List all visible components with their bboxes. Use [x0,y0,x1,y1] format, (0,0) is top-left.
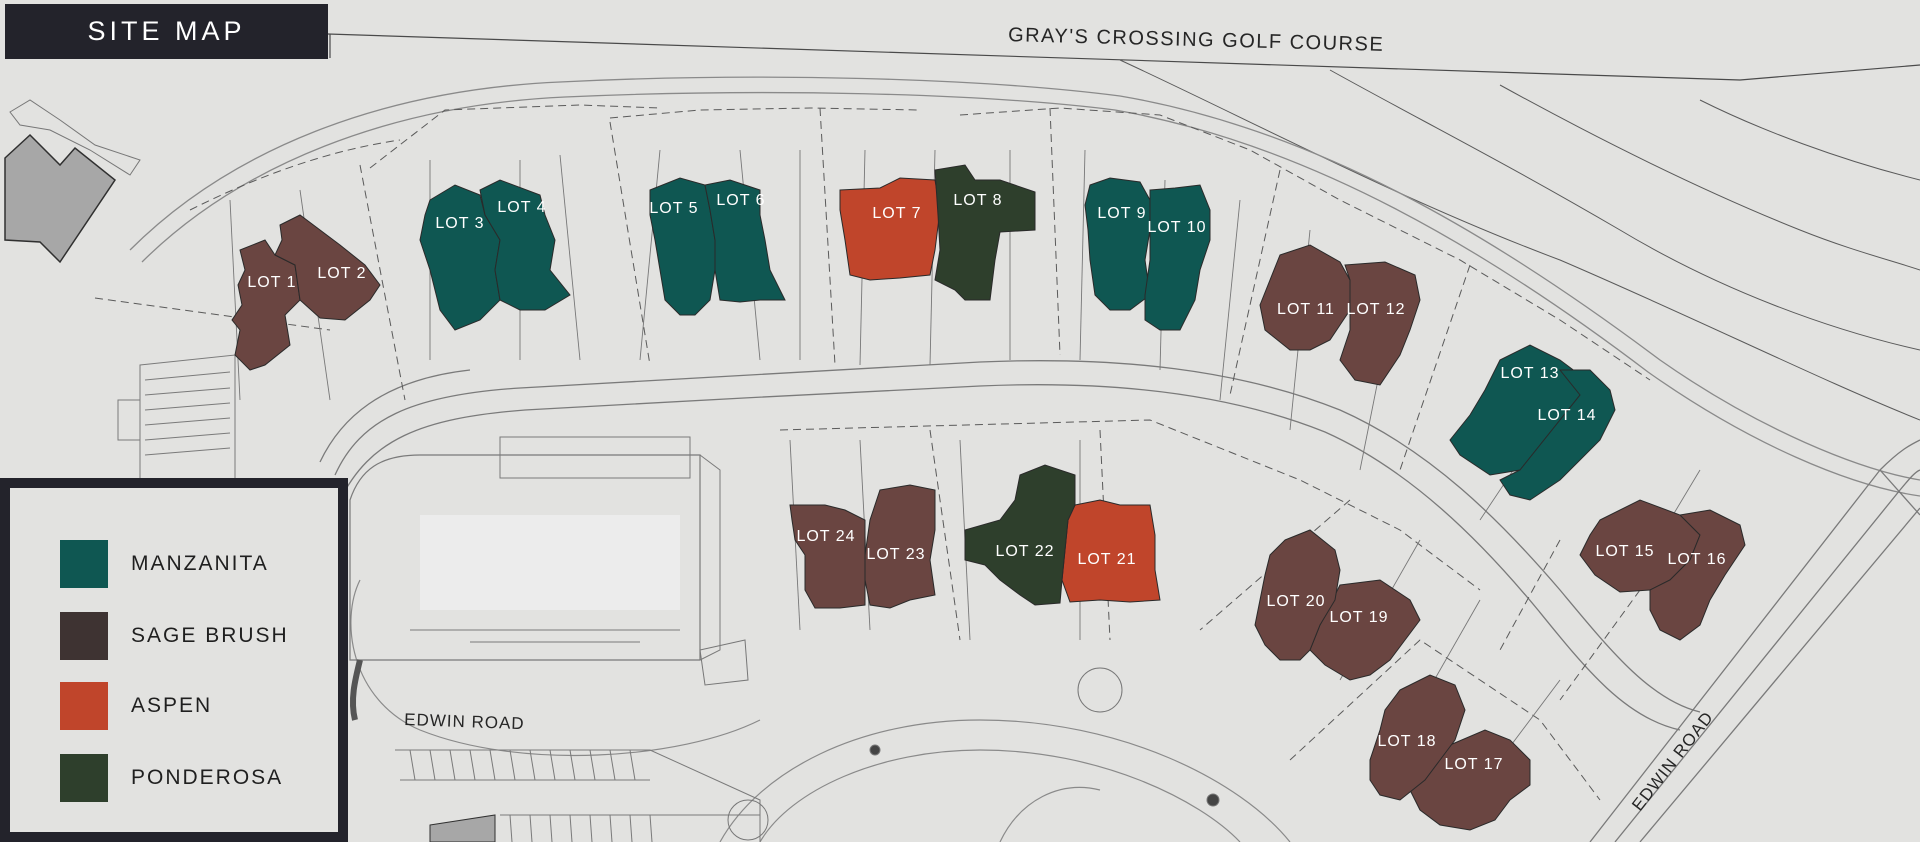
lot-4-building[interactable] [479,179,571,311]
lot-18[interactable]: LOT 18 [1369,674,1466,801]
lot-24-building[interactable] [789,504,866,609]
lot-5-label: LOT 5 [649,200,698,217]
lot-21[interactable]: LOT 21 [1061,499,1161,603]
lot-1-label: LOT 1 [247,274,296,291]
lot-8[interactable]: LOT 8 [934,164,1036,301]
lot-21-label: LOT 21 [1077,551,1136,568]
circular-drive [350,579,1291,842]
lot-11-label: LOT 11 [1277,301,1335,318]
edwin-road-left-label: EDWIN ROAD [404,710,525,733]
lot-18-label: LOT 18 [1377,733,1436,750]
lot-7-building[interactable] [839,177,941,281]
lot-4-label: LOT 4 [497,199,546,216]
lot-18-building[interactable] [1369,674,1466,801]
lot-22-label: LOT 22 [995,543,1054,560]
lot-7[interactable]: LOT 7 [839,177,941,281]
lot-13-label: LOT 13 [1500,365,1559,382]
edwin-road-right [1589,439,1920,842]
lot-8-label: LOT 8 [953,192,1002,209]
lot-17-label: LOT 17 [1444,756,1503,773]
lot-19-label: LOT 19 [1329,609,1388,626]
lot-7-label: LOT 7 [872,205,921,222]
lot-10-label: LOT 10 [1147,219,1206,236]
legend-item-aspen: ASPEN [60,682,338,730]
legend-item-manzanita: MANZANITA [60,540,338,588]
legend-swatch-ponderosa [60,754,108,802]
lot-12-label: LOT 12 [1346,301,1405,318]
lot-6[interactable]: LOT 6 [704,179,786,303]
lot-23-label: LOT 23 [866,546,925,563]
lot-24-label: LOT 24 [796,528,855,545]
lot-9-building[interactable] [1084,177,1151,311]
lot-16[interactable]: LOT 16 [1649,509,1746,641]
lot-6-label: LOT 6 [716,192,765,209]
page-title-text: SITE MAP [87,16,246,46]
lot-3[interactable]: LOT 3 [419,184,501,331]
lot-4[interactable]: LOT 4 [479,179,571,311]
contour-lines [1119,59,1920,421]
lot-3-building[interactable] [419,184,501,331]
lot-5[interactable]: LOT 5 [649,177,716,316]
lot-20-label: LOT 20 [1266,593,1325,610]
lot-12-building[interactable] [1339,261,1421,386]
lot-2[interactable]: LOT 2 [274,214,381,321]
golf-course-boundary [327,33,1920,81]
lot-22[interactable]: LOT 22 [964,464,1076,606]
lot-14-building[interactable] [1499,369,1616,501]
lot-11[interactable]: LOT 11 [1259,244,1351,351]
main-road [319,360,1701,731]
legend-swatch-manzanita [60,540,108,588]
existing-building [4,99,141,264]
legend-item-sage-brush: SAGE BRUSH [60,612,338,660]
lot-24[interactable]: LOT 24 [789,504,866,609]
lot-14-label: LOT 14 [1537,407,1596,424]
legend-panel: MANZANITA SAGE BRUSH ASPEN PONDEROSA [10,488,338,832]
lot-2-building[interactable] [274,214,381,321]
lot-9-label: LOT 9 [1097,205,1146,222]
legend-label-manzanita: MANZANITA [131,552,269,575]
lot-1[interactable]: LOT 1 [231,239,301,371]
legend: MANZANITA SAGE BRUSH ASPEN PONDEROSA [0,478,348,842]
lot-6-building[interactable] [704,179,786,303]
lot-23[interactable]: LOT 23 [864,484,936,609]
lot-10[interactable]: LOT 10 [1144,184,1211,331]
lot-22-building[interactable] [964,464,1076,606]
legend-label-ponderosa: PONDEROSA [131,766,284,789]
legend-label-aspen: ASPEN [131,694,213,717]
lot-3-label: LOT 3 [435,215,484,232]
lot-12[interactable]: LOT 12 [1339,261,1421,386]
legend-swatch-aspen [60,682,108,730]
page-title: SITE MAP [5,4,328,59]
legend-swatch-sage-brush [60,612,108,660]
lot-20[interactable]: LOT 20 [1254,529,1341,661]
lot-15-label: LOT 15 [1595,543,1654,560]
lot-2-label: LOT 2 [317,265,366,282]
lot-13[interactable]: LOT 13 [1449,344,1581,476]
clubhouse-area [349,436,721,842]
lot-11-building[interactable] [1259,244,1351,351]
lot-8-building[interactable] [934,164,1036,301]
legend-item-ponderosa: PONDEROSA [60,754,338,802]
lot-10-building[interactable] [1144,184,1211,331]
outer-road [129,76,1920,497]
lot-16-building[interactable] [1649,509,1746,641]
lot-14[interactable]: LOT 14 [1499,369,1616,501]
legend-label-sage-brush: SAGE BRUSH [131,624,289,647]
parking-lot-bottom [395,749,761,842]
lot-9[interactable]: LOT 9 [1084,177,1151,311]
site-features [699,639,1220,841]
lot-16-label: LOT 16 [1667,551,1726,568]
lot-20-building[interactable] [1254,529,1341,661]
lot-19[interactable]: LOT 19 [1309,579,1421,681]
lot-boundaries [94,104,1651,801]
lots-layer: LOT 1 LOT 2 LOT 3 LOT 4 LOT 5 LOT 6 LOT 7 LOT 8… [231,164,1746,831]
